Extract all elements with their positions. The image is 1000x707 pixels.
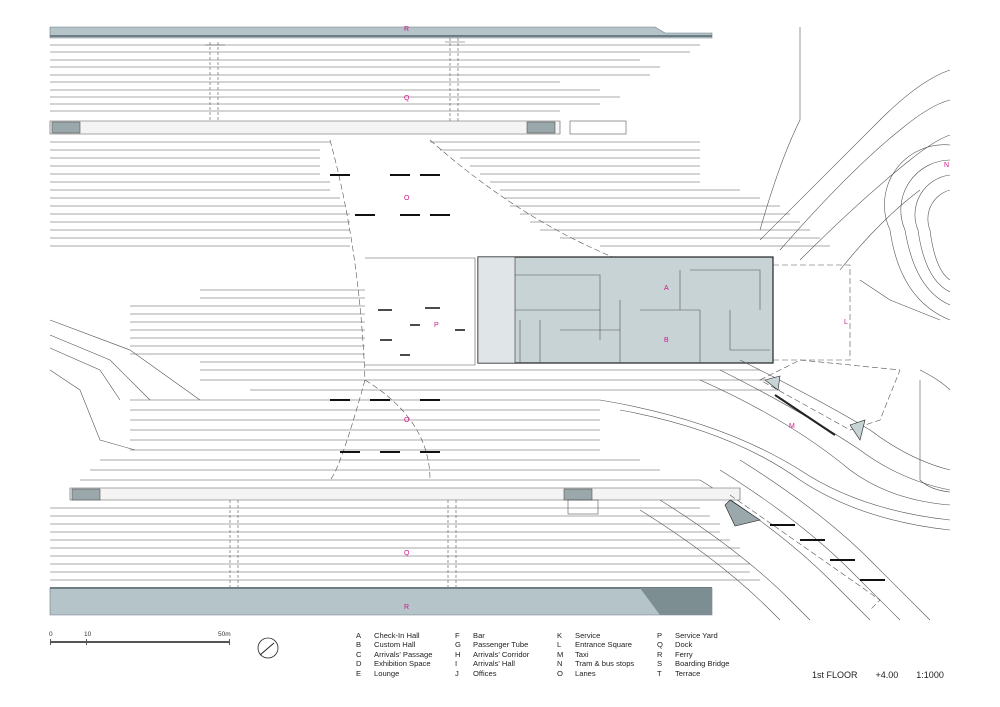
zone-label-l: L	[844, 319, 848, 326]
zone-label-q-top: Q	[404, 95, 410, 102]
drawing-scale: 1:1000	[916, 670, 944, 680]
zone-label-m: M	[789, 423, 795, 430]
zone-label-o-bottom: O	[404, 417, 410, 424]
scale-tick-50: 50m	[218, 631, 231, 638]
north-arrow-icon	[257, 637, 279, 659]
scale-tick-10: 10	[84, 631, 92, 638]
zone-label-a: A	[664, 285, 669, 292]
scale-tick-0: 0	[49, 631, 53, 638]
zone-label-n: N	[944, 162, 949, 169]
zone-label-q-bottom: Q	[404, 550, 410, 557]
zone-label-b: B	[664, 337, 669, 344]
zone-label-r-top: R	[404, 26, 409, 33]
title-block: 1st FLOOR +4.00 1:1000	[812, 670, 944, 680]
zone-label-r-bottom: R	[404, 604, 409, 611]
zone-label-o-top: O	[404, 195, 410, 202]
floor-name: 1st FLOOR	[812, 670, 858, 680]
zone-label-p: P	[434, 322, 439, 329]
plan-linework	[49, 26, 951, 621]
scale-bar: 0 10 50m	[49, 631, 231, 651]
floor-level: +4.00	[875, 670, 899, 680]
